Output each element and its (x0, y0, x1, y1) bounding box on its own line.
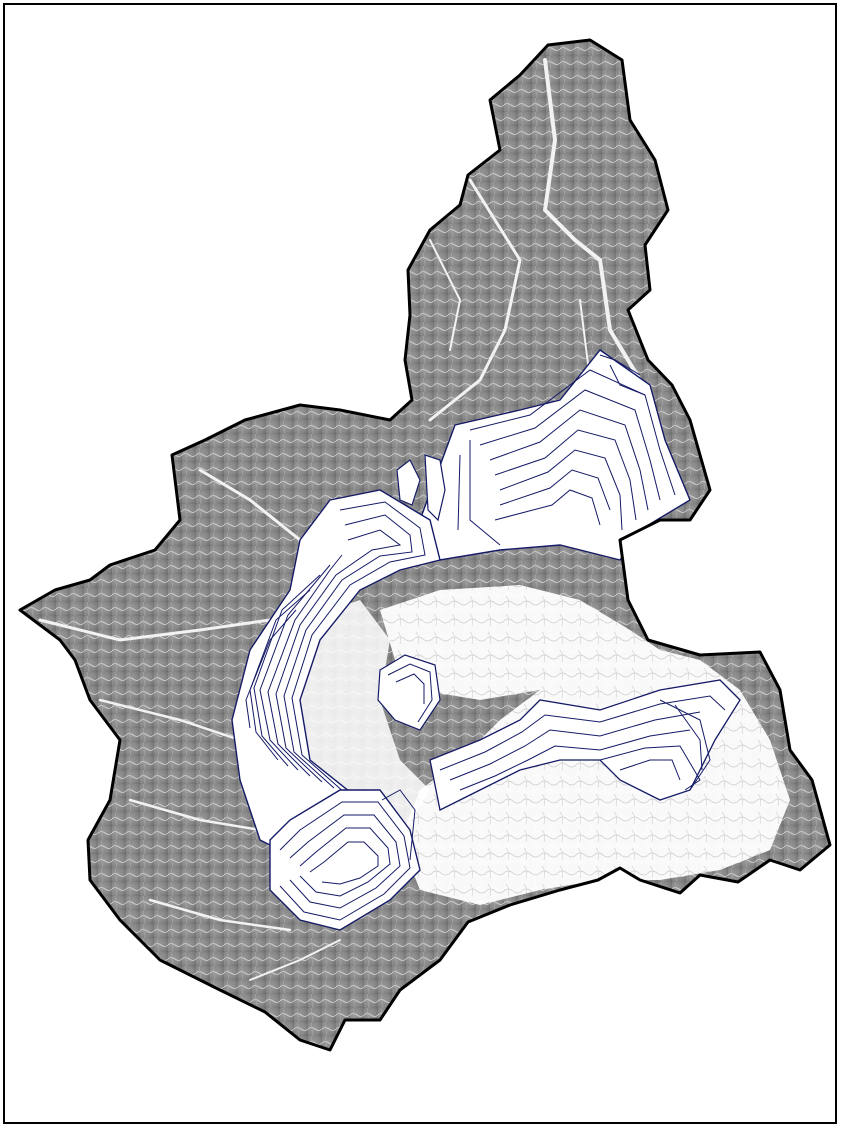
contour-basins (231, 349, 741, 931)
lake-islands (396, 454, 446, 522)
region-outline (18, 38, 832, 1052)
